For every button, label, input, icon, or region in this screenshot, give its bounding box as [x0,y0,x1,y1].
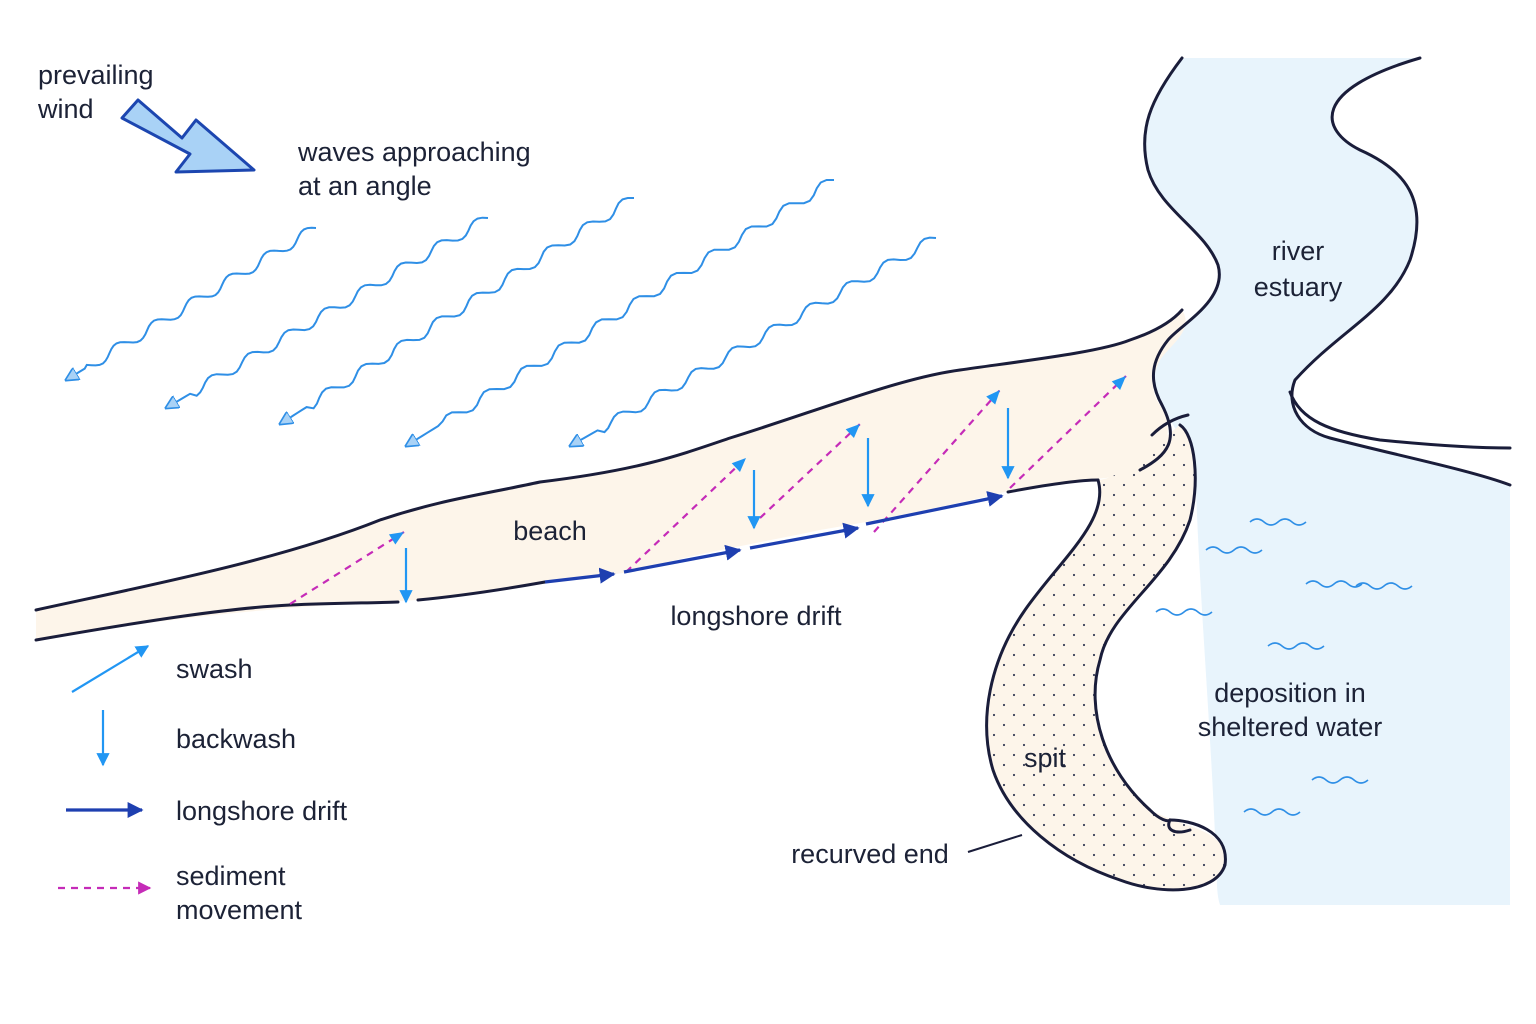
spit-stipple [986,425,1226,890]
ripple-line [1243,808,1301,816]
swash-arrowhead [986,390,1000,405]
longshore-drift-arrows [544,491,1004,584]
water-ripples [1155,518,1413,816]
wave-line [570,236,937,446]
legend-swash-label: swash [176,654,253,684]
wave-line [66,226,317,380]
swash-arrowhead [1111,376,1126,391]
wind-arrow-icon [120,98,256,174]
legend-backwash-label: backwash [176,724,296,754]
ripple-line [1205,546,1263,554]
incoming-waves [66,179,937,446]
ripple-line [1305,580,1363,588]
ripple-line [1267,642,1325,650]
ripple-line [1155,608,1213,616]
swash-arrows [289,375,1127,605]
recurved-end-leader [967,834,1023,853]
sediment-movement-arrow [289,531,405,605]
beach-strip [36,310,1186,640]
backwash-arrows [399,408,1015,604]
estuary-water [1144,58,1510,905]
longshore-drift-arrow [749,522,860,550]
swash-arrowhead [388,532,404,545]
wave-line [280,197,634,424]
coastline-outlines [34,56,1512,892]
longshore-drift-arrow [865,491,1004,526]
longshore-drift-label: longshore drift [670,601,842,631]
wave-line [406,179,834,446]
sediment-movement-arrow [1009,375,1127,489]
beach-label: beach [513,516,587,546]
legend-swash-icon [71,645,150,693]
ripple-line [1249,518,1307,526]
recurved-end-label: recurved end [791,839,949,869]
longshore-drift-arrow [623,544,742,574]
spit-label: spit [1024,743,1067,773]
sediment-movement-arrow [625,457,747,573]
ripple-line [1311,776,1369,784]
legend-longshore-drift-label: longshore drift [176,796,348,826]
ripple-line [1355,582,1413,590]
swash-arrowhead [731,458,746,472]
longshore-drift-arrow [544,567,616,584]
sediment-movement-arrow [873,389,1001,533]
wave-line [166,216,489,408]
shoreline [34,580,547,642]
sediment-movement-arrow [759,423,861,519]
swash-arrowhead [845,424,860,438]
